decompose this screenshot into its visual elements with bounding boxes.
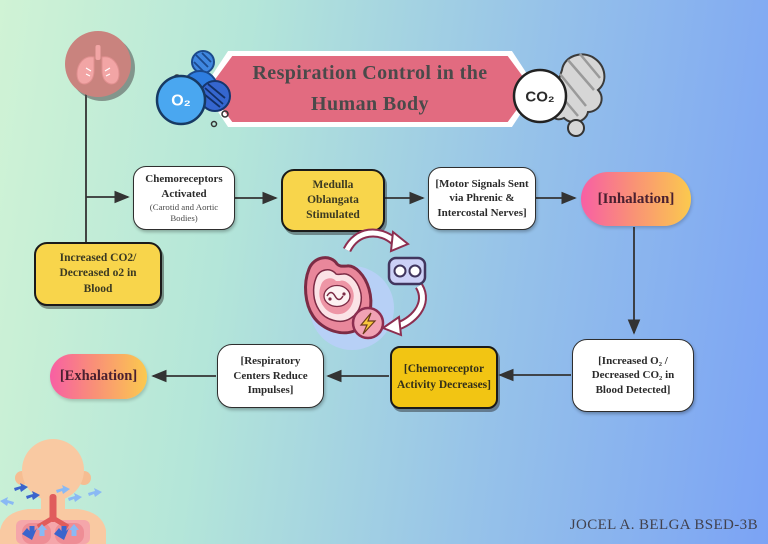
- node-chemoreceptor-decreases-label: [Chemoreceptor Activity Decreases]: [397, 363, 491, 391]
- o2-molecules-icon: O₂: [155, 50, 231, 128]
- node-increased-co2: Increased CO2/ Decreased o2 in Blood: [34, 242, 162, 306]
- title-banner-fill: Respiration Control in the Human Body: [208, 56, 532, 122]
- inhale-arrows: [14, 483, 69, 540]
- node-motor-signals: [Motor Signals Sent via Phrenic & Interc…: [428, 167, 536, 230]
- medulla-illustration: [304, 228, 427, 350]
- node-respiratory-reduce: [Respiratory Centers Reduce Impulses]: [217, 344, 324, 408]
- node-inhalation-label: [Inhalation]: [597, 190, 675, 207]
- node-medulla-stimulated: Medulla Oblangata Stimulated: [281, 169, 385, 232]
- node-inhalation: [Inhalation]: [581, 172, 691, 226]
- impulse-icon: [351, 306, 385, 340]
- node-chemoreceptors-activated: Chemoreceptors Activated (Carotid and Ao…: [133, 166, 235, 230]
- o2-label: O₂: [171, 93, 191, 110]
- author-credit: JOCEL A. BELGA BSED-3B: [569, 517, 758, 533]
- node-increased-o2-label: [Increased O₂ / Decreased CO₂ in Blood D…: [591, 354, 675, 396]
- title-banner: Respiration Control in the Human Body: [203, 51, 537, 127]
- curved-arrow-up-icon: [342, 228, 410, 253]
- node-exhalation-label: [Exhalation]: [59, 368, 138, 384]
- breathing-person-illustration: [0, 439, 106, 544]
- co2-label: CO₂: [525, 89, 554, 106]
- poster-title-line2: Human Body: [311, 93, 429, 115]
- node-medulla-label: Medulla Oblangata Stimulated: [306, 178, 360, 222]
- curved-arrow-down-icon: [380, 283, 427, 337]
- node-chemoreceptors-title: Chemoreceptors Activated: [145, 173, 223, 200]
- node-chemoreceptor-decreases: [Chemoreceptor Activity Decreases]: [390, 346, 498, 409]
- node-motor-signals-label: [Motor Signals Sent via Phrenic & Interc…: [435, 177, 529, 219]
- node-increased-o2: [Increased O₂ / Decreased CO₂ in Blood D…: [572, 339, 694, 412]
- node-exhalation: [Exhalation]: [50, 354, 147, 399]
- poster-title-line1: Respiration Control in the: [252, 62, 488, 84]
- lungs-circle-icon: [65, 31, 135, 101]
- node-increased-co2-label: Increased CO2/ Decreased o2 in Blood: [59, 252, 137, 295]
- co2-circle-icon: CO₂: [512, 53, 606, 137]
- node-respiratory-reduce-label: [Respiratory Centers Reduce Impulses]: [233, 355, 308, 397]
- receptor-icon: [387, 256, 427, 286]
- node-chemoreceptors-subtitle: (Carotid and Aortic Bodies): [149, 202, 219, 224]
- exhale-arrows: [0, 485, 102, 536]
